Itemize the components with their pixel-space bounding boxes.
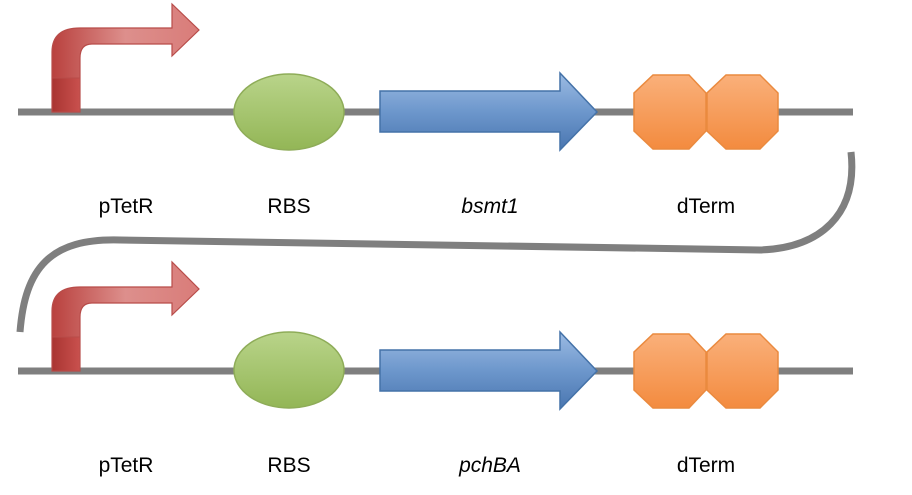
rbs-label: RBS — [267, 454, 311, 477]
construct-1 — [18, 2, 853, 152]
double-terminator-icon — [633, 74, 779, 150]
connector-line — [16, 151, 856, 333]
promoter-label: pTetR — [98, 454, 154, 477]
cds-arrow-icon — [379, 330, 599, 411]
gene-label: pchBA — [459, 454, 521, 477]
cds-arrow-icon — [379, 71, 599, 152]
construct-2 — [18, 260, 853, 411]
promoter-arrow-icon — [51, 260, 200, 372]
rbs-label: RBS — [267, 195, 311, 218]
rbs-ellipse-icon — [233, 331, 345, 409]
gene-label: bsmt1 — [461, 195, 519, 218]
terminator-label: dTerm — [676, 454, 736, 477]
promoter-arrow-icon — [51, 2, 200, 113]
promoter-label: pTetR — [98, 195, 154, 218]
double-terminator-icon — [633, 333, 779, 409]
terminator-label: dTerm — [676, 195, 736, 218]
rbs-ellipse-icon — [233, 73, 345, 151]
